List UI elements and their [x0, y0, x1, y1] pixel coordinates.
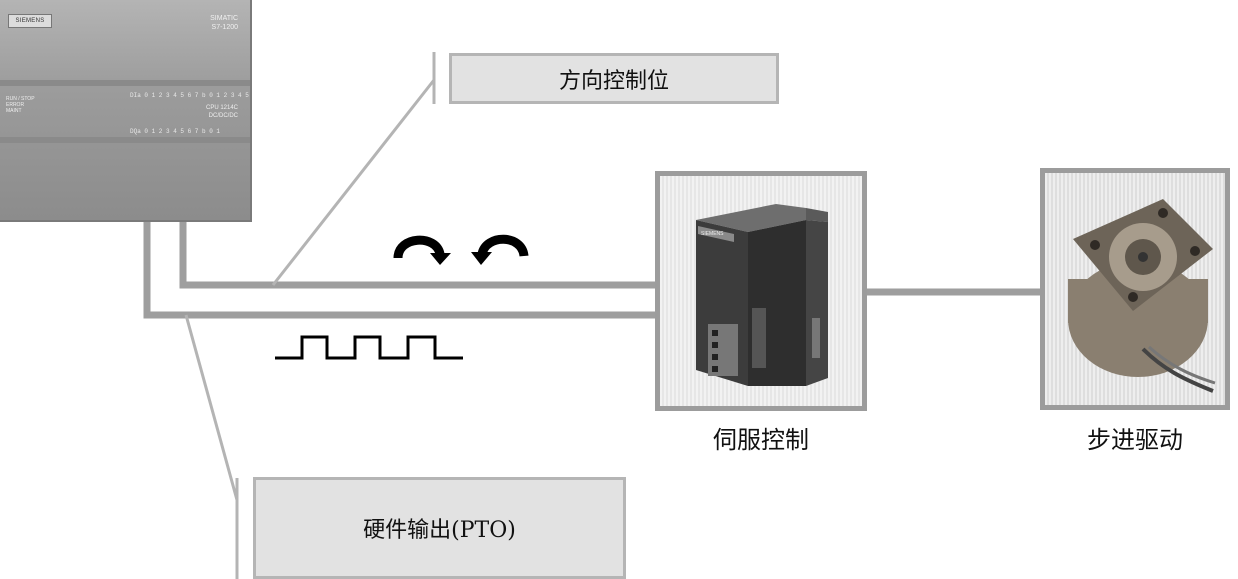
plc-device: SIEMENS SIMATIC S7-1200 DIa 0 1 2 3 4 5 …	[0, 0, 252, 222]
rotate-clockwise-icon	[393, 235, 451, 265]
leader-direction	[271, 79, 436, 286]
direction-bit-label: 方向控制位	[449, 53, 779, 104]
plc-output-labels: DQa 0 1 2 3 4 5 6 7 b 0 1	[130, 128, 221, 135]
pulse-wire	[143, 222, 657, 319]
plc-terminal-strip-bottom	[0, 137, 250, 143]
plc-model: SIMATIC S7-1200	[210, 14, 238, 32]
hardware-output-label: 硬件输出(PTO)	[253, 477, 626, 579]
plc-status-leds: RUN / STOP ERROR MAINT	[6, 96, 35, 114]
plc-terminal-strip-top	[0, 80, 250, 86]
pulse-train-icon	[275, 335, 463, 360]
plc-brand-logo: SIEMENS	[8, 14, 52, 28]
stepper-motor-image	[1040, 168, 1230, 410]
rotate-counterclockwise-icon	[471, 234, 529, 265]
plc-cpu-line1: CPU 1214C	[205, 105, 238, 111]
plc-model-line2: S7-1200	[211, 24, 238, 31]
servo-brand-text: SIEMENS	[701, 231, 724, 237]
servo-control-caption: 伺服控制	[713, 426, 809, 454]
servo-module-icon: SIEMENS	[696, 204, 828, 386]
plc-cpu-line2: DC/DC/DC	[208, 113, 238, 119]
stepper-motor-icon	[1068, 199, 1216, 393]
stepper-drive-caption: 步进驱动	[1087, 426, 1183, 454]
plc-model-line1: SIMATIC	[210, 15, 238, 22]
leader-pto	[184, 314, 239, 501]
plc-input-labels: DIa 0 1 2 3 4 5 6 7 b 0 1 2 3 4 5	[130, 92, 249, 99]
direction-wire	[179, 222, 657, 289]
servo-module-image: SIEMENS	[655, 171, 867, 411]
plc-cpu-label: CPU 1214C DC/DC/DC	[206, 104, 238, 120]
